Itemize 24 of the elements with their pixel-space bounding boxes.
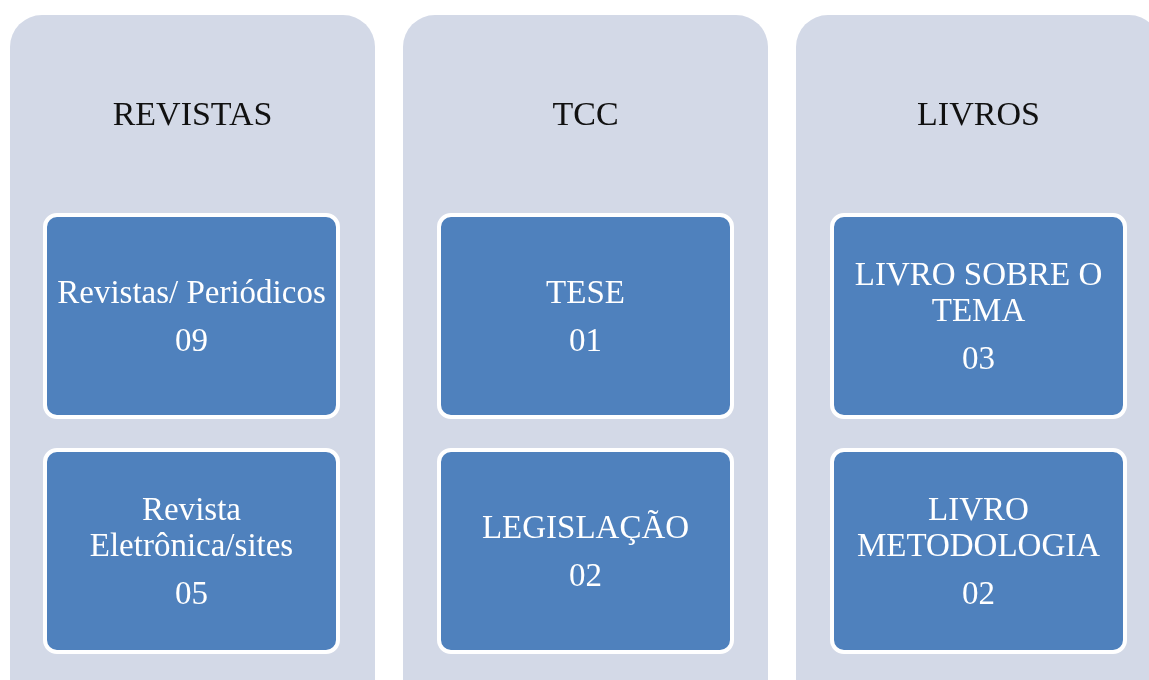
item-label: TESE [546, 273, 625, 310]
count-box [437, 448, 734, 654]
count-value: 09 [175, 322, 208, 359]
count-value: 01 [569, 322, 602, 359]
panel-heading: REVISTAS [112, 95, 273, 133]
panel-heading: TCC [552, 95, 619, 133]
category-panel [403, 15, 768, 680]
count-value: 03 [962, 340, 995, 377]
item-label: Revistas/ Periódicos [57, 273, 326, 310]
count-box [437, 213, 734, 419]
item-label: LIVRO SOBRE O TEMA [853, 255, 1104, 329]
count-box [830, 448, 1127, 654]
count-box [43, 448, 340, 654]
category-panel [796, 15, 1149, 680]
count-value: 02 [962, 575, 995, 612]
count-box [43, 213, 340, 419]
count-value: 02 [569, 557, 602, 594]
item-label: LEGISLAÇÃO [481, 508, 690, 545]
item-label: LIVRO METODOLOGIA [855, 490, 1102, 564]
item-label: Revista Eletrônica/sites [88, 490, 295, 564]
panel-heading: LIVROS [917, 95, 1040, 133]
count-box [830, 213, 1127, 419]
category-panel [10, 15, 375, 680]
count-value: 05 [175, 575, 208, 612]
